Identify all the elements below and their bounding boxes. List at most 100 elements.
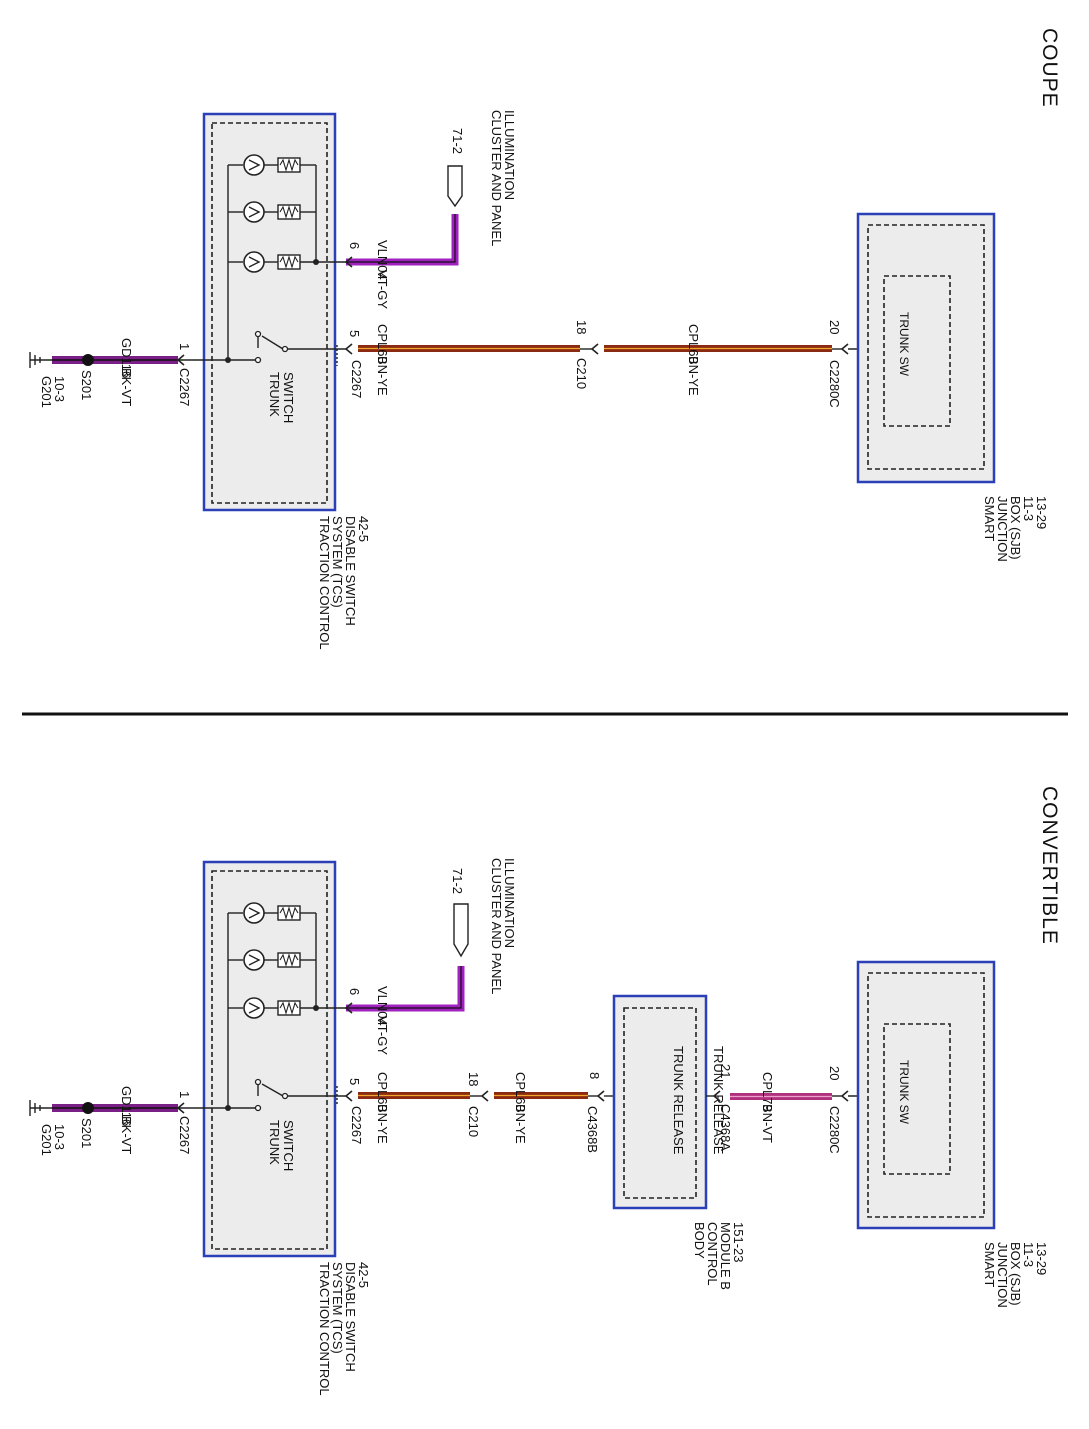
circuit-label: GD116 (119, 1086, 134, 1126)
sjb-inner-label: TRUNK SW (897, 1060, 911, 1125)
circuit-label: VLN04 (375, 986, 390, 1026)
cluster-label: CLUSTER AND PANELILLUMINATION (489, 110, 517, 246)
illumination-circuit: 6 VLN04 VT-GY 71-2 CLUSTER AND PANELILLU… (344, 110, 517, 309)
trunk-switch-icon (228, 1078, 346, 1112)
connector-chevron-icon (344, 1002, 353, 1014)
illumination-ladder (225, 902, 346, 1111)
connector-label: C210 (466, 1106, 481, 1137)
connector-chevron-icon (840, 343, 849, 355)
lamp-icon (243, 251, 265, 273)
pin-label: 20 (827, 1066, 842, 1080)
sjb-inner-label: TRUNK SW (897, 312, 911, 377)
trunk-switch-label: TRUNKSWITCH (267, 1120, 296, 1171)
ground-label: G20110-3 (39, 1124, 67, 1156)
circuit-label: GD116 (119, 338, 134, 378)
lamp-icon (243, 154, 265, 176)
pin-label: 6 (347, 242, 362, 249)
splice-label: S201 (79, 1118, 94, 1148)
trunk-switch-label: TRUNKSWITCH (267, 372, 296, 423)
sjb-module-box (856, 960, 996, 1230)
wire-color-label: BN-YE (375, 1104, 390, 1144)
tcs-module-box (202, 112, 337, 512)
connector-label: C4368B (585, 1106, 600, 1153)
connector-chevron-icon (480, 1090, 489, 1102)
sjb-module-box (856, 212, 996, 484)
section-convertible: CONVERTIBLE (29, 786, 1061, 1399)
ground-circuit: 1 C2267 GD116 BK-VT S201 G20110-3 (29, 338, 228, 408)
pin-label: 18 (466, 1072, 481, 1086)
lamp-icon (243, 902, 265, 924)
connector-chevron-icon (344, 1090, 353, 1102)
section-title: COUPE (1038, 28, 1061, 108)
wire-color-label: BN-VT (760, 1104, 775, 1143)
lamp-icon (243, 949, 265, 971)
connector-chevron-icon (176, 1102, 185, 1114)
connector-chevron-icon (840, 1090, 849, 1102)
wire-color-label: BN-YE (375, 356, 390, 396)
ground-symbol-icon (29, 352, 52, 368)
circuit-label: VLN04 (375, 240, 390, 280)
connector-label: C4368A (718, 1104, 733, 1151)
connector-label: C2280C (827, 360, 842, 408)
connector-label: C2280C (827, 1106, 842, 1154)
pin-label: 18 (574, 320, 589, 334)
cluster-pointer-icon (453, 903, 469, 958)
cluster-label: CLUSTER AND PANELILLUMINATION (489, 858, 517, 994)
splice-label: S201 (79, 370, 94, 400)
pin-label: 21 (718, 1064, 733, 1078)
lamp-icon (243, 997, 265, 1019)
connector-label: C2267 (349, 360, 364, 398)
wire-color-label: BN-YE (686, 356, 701, 396)
tcs-module-box (202, 860, 337, 1258)
wire-color-label: BN-YE (513, 1104, 528, 1144)
trunk-signal-circuit: 5 C2267 CPL60 BN-YE 18 C210 CPL60 BN-YE … (336, 320, 884, 408)
pin-label: 20 (827, 320, 842, 334)
wire-color-label: VT-GY (375, 270, 390, 309)
splice-icon (82, 1102, 94, 1114)
sjb-module-inner (867, 224, 985, 470)
connector-chevron-icon (590, 343, 599, 355)
pin-label: 5 (347, 1078, 362, 1085)
cluster-ref: 71-2 (450, 128, 465, 154)
cluster-ref: 71-2 (450, 868, 465, 894)
ground-circuit: 1 C2267 GD116 BK-VT S201 G20110-3 (29, 1086, 228, 1156)
illumination-circuit: 6 VLN04 VT-GY 71-2 CLUSTER AND PANELILLU… (344, 858, 517, 1055)
circuit-label: CPL60 (686, 324, 701, 364)
pin-label: 1 (177, 343, 192, 350)
connector-chevron-icon (596, 1090, 605, 1102)
connector-chevron-icon (344, 256, 353, 268)
splice-icon (82, 354, 94, 366)
connector-chevron-icon (344, 343, 353, 355)
circuit-label: CPL79 (760, 1072, 775, 1112)
connector-label: C2267 (177, 1116, 192, 1154)
connector-chevron-icon (176, 354, 185, 366)
section-coupe: COUPE (29, 28, 1061, 653)
pin-label: 6 (347, 988, 362, 995)
bcm-module-box (612, 994, 708, 1210)
circuit-label: CPL60 (375, 324, 390, 364)
ground-symbol-icon (29, 1100, 52, 1116)
section-title: CONVERTIBLE (1038, 786, 1061, 945)
pin-label: 8 (587, 1072, 602, 1079)
sjb-module-inner (867, 972, 985, 1218)
ground-label: G20110-3 (39, 376, 67, 408)
sjb-trunk-sw-box (883, 275, 951, 427)
connector-label: C2267 (177, 368, 192, 406)
sjb-name: SMART JUNCTION BOX (SJB) 11-3 13-29 (982, 496, 1049, 565)
wire-color-label: BK-VT (119, 1116, 134, 1154)
tcs-module-inner (211, 870, 328, 1250)
trunk-switch-icon (228, 330, 346, 364)
sjb-name: SMART JUNCTION BOX (SJB) 11-3 13-29 (982, 1242, 1049, 1311)
connector-label: C210 (574, 358, 589, 389)
tcs-module-name: TRACTION CONTROL SYSTEM (TCS) DISABLE SW… (317, 516, 371, 653)
tcs-module-name: TRACTION CONTROL SYSTEM (TCS) DISABLE SW… (317, 1262, 371, 1399)
connector-label: C2267 (349, 1106, 364, 1144)
pin-label: 1 (177, 1091, 192, 1098)
sjb-trunk-sw-box (883, 1023, 951, 1175)
lamp-icon (243, 201, 265, 223)
circuit-label: CPL60 (375, 1072, 390, 1112)
circuit-label: CPL60 (513, 1072, 528, 1112)
bcm-module-inner (623, 1007, 697, 1199)
illumination-ladder (225, 154, 346, 363)
